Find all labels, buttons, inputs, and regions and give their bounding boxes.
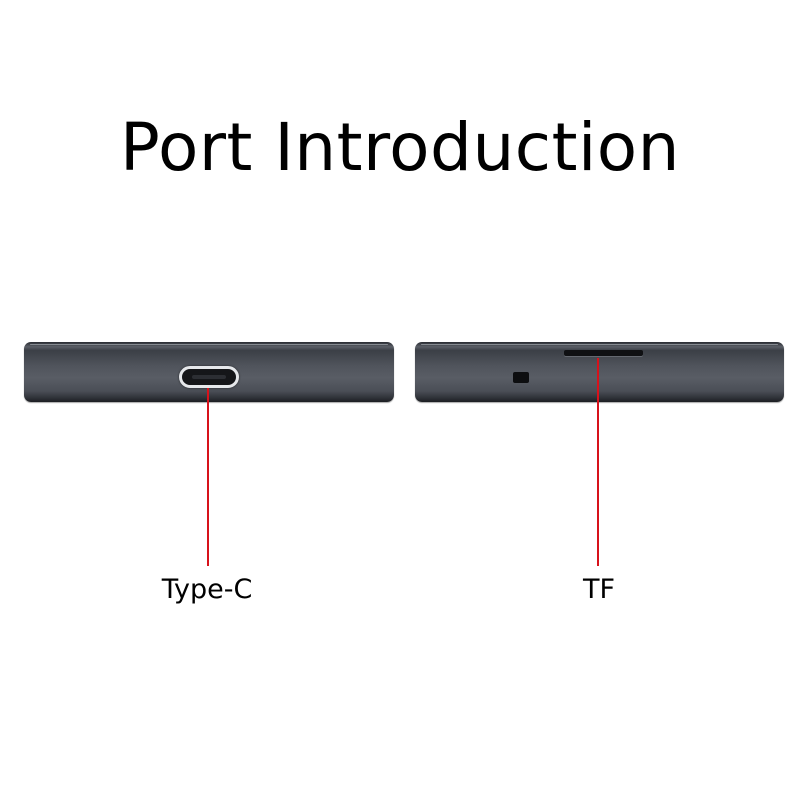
tf-leader-line (597, 358, 599, 566)
device-side-view-tf (415, 342, 784, 402)
type-c-label: Type-C (161, 574, 253, 605)
tf-card-slot-icon (564, 350, 643, 356)
tf-label: TF (582, 574, 616, 605)
usb-type-c-port-icon (179, 366, 239, 388)
page-title: Port Introduction (120, 109, 680, 186)
device-side-view-type-c (24, 342, 394, 402)
indicator-hole-icon (513, 372, 529, 383)
type-c-leader-line (207, 388, 209, 566)
